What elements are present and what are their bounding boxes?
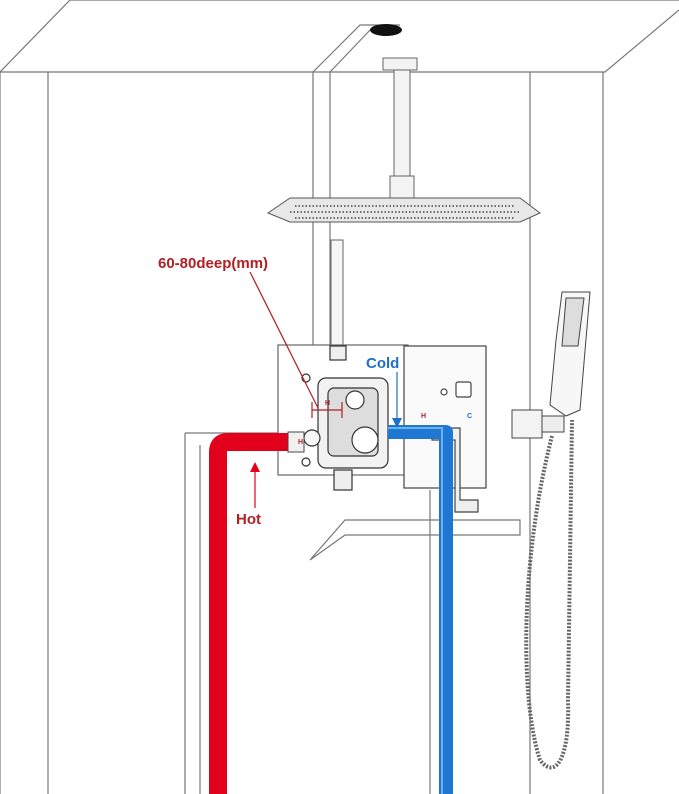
rain-shower-head xyxy=(266,197,541,223)
cold-label: Cold xyxy=(366,355,399,372)
wall-outlet-bracket xyxy=(511,409,543,439)
cold-annotation: Cold xyxy=(366,355,402,428)
hand-shower xyxy=(511,291,591,770)
valve-body xyxy=(277,344,409,491)
riser-channel xyxy=(312,24,400,350)
valve-bottom-outlet xyxy=(333,469,353,491)
hot-water-pipe xyxy=(209,433,300,794)
diverter-knob xyxy=(440,388,448,396)
rain-shower xyxy=(266,57,541,223)
riser-pipe xyxy=(330,239,344,353)
hot-arrow-head xyxy=(250,462,260,472)
plate-cold-mark: C xyxy=(467,413,472,420)
nozzle-grid xyxy=(290,205,520,219)
cold-pipe-highlight xyxy=(388,427,443,794)
wall-shelf xyxy=(309,519,521,561)
cold-water-pipe xyxy=(388,425,453,794)
ceiling-hole xyxy=(370,24,402,36)
cold-arrow-head xyxy=(392,418,402,428)
hot-annotation: Hot xyxy=(236,462,261,528)
depth-leader-line xyxy=(249,271,319,409)
ceiling-arm xyxy=(393,69,411,181)
diverter-button xyxy=(455,381,472,398)
hot-inlet-fitting xyxy=(303,429,321,447)
hot-pipe-fitting xyxy=(287,431,305,453)
arm-connector xyxy=(389,175,415,199)
hose xyxy=(524,419,574,770)
plate-hot-mark: H xyxy=(421,413,426,420)
valve-hot-mark: H xyxy=(298,439,303,446)
valve-lower-stem xyxy=(351,426,379,454)
mount-screw-2 xyxy=(301,457,311,467)
valve-upper-stem xyxy=(345,390,365,410)
depth-label: 60-80deep(mm) xyxy=(158,255,268,272)
outlet-elbow xyxy=(541,415,565,433)
valve-depth-mark: H xyxy=(325,400,330,407)
valve-top-outlet xyxy=(329,345,347,361)
hand-shower-face xyxy=(561,297,585,347)
depth-annotation: 60-80deep(mm) xyxy=(158,255,343,418)
ceiling-flange xyxy=(382,57,418,71)
ceiling-slab xyxy=(0,0,679,73)
hot-label: Hot xyxy=(236,511,261,528)
